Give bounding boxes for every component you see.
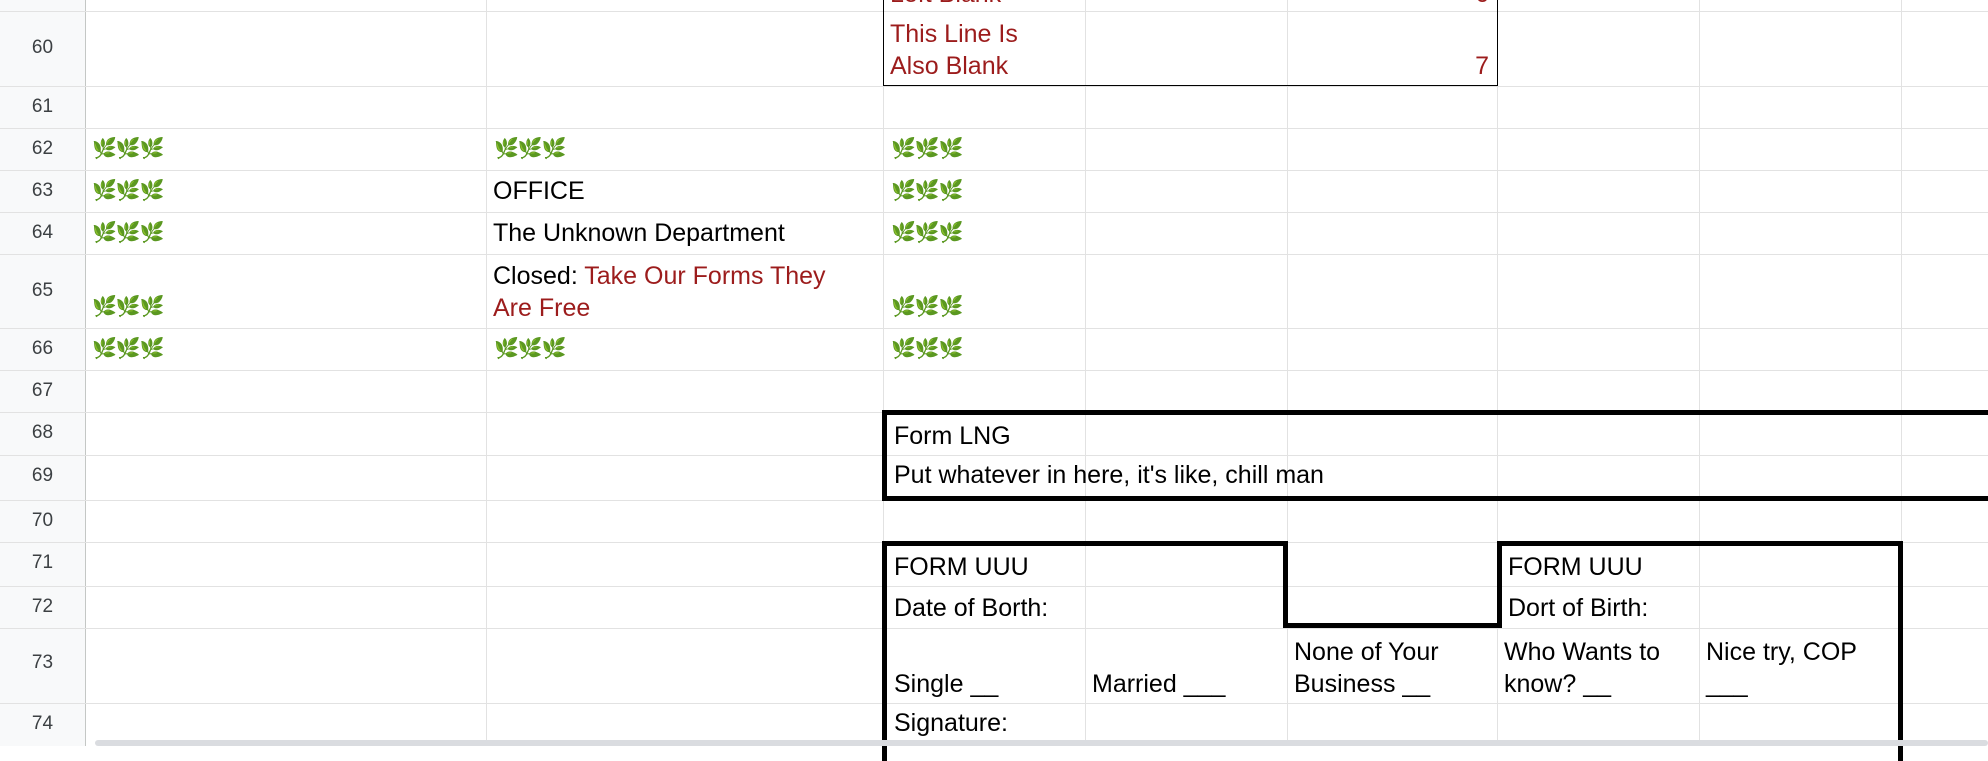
form-uuu-notch-bottom [1283,623,1502,628]
herb-emoji-icon: 🌿🌿🌿 [891,296,964,318]
row-divider [0,86,1988,87]
herb-emoji-icon: 🌿🌿🌿 [494,138,567,160]
herb-emoji-icon: 🌿🌿🌿 [891,222,964,244]
row-number[interactable]: 66 [31,338,54,359]
row-number[interactable]: 69 [31,465,54,486]
herb-emoji-icon: 🌿🌿🌿 [92,338,165,360]
form-uuu-left-border [882,541,1088,761]
herb-emoji-icon: 🌿🌿🌿 [891,338,964,360]
column-divider [1699,0,1700,746]
office-department[interactable]: The Unknown Department [493,219,785,247]
row-number[interactable]: 73 [31,652,54,673]
herb-emoji-icon: 🌿🌿🌿 [494,338,567,360]
row60-value[interactable]: 7 [1475,52,1489,80]
column-divider [1085,0,1086,746]
cutoff-value[interactable]: 6 [1287,0,1497,10]
row-divider [0,628,1988,629]
closed-label: Closed: [493,262,585,290]
row-divider [0,170,1988,171]
top-table-border [883,0,1498,86]
column-divider [883,0,884,746]
closed-value-line2[interactable]: Are Free [493,294,591,322]
row-divider [0,11,1988,12]
form-uuu-single[interactable]: Single __ [894,670,999,698]
row-divider [0,254,1988,255]
form-uuu-nice-line1[interactable]: Nice try, COP [1706,638,1857,666]
row-divider [0,455,1988,456]
form-uuu-nice-line2[interactable]: ___ [1706,670,1748,698]
closed-value: Take Our Forms They [584,262,826,290]
row-number[interactable]: 70 [31,510,54,531]
horizontal-scrollbar[interactable] [95,740,1988,746]
row-number[interactable]: 74 [31,713,54,734]
row-number[interactable]: 64 [31,222,54,243]
form-uuu-notch-right [1497,541,1502,628]
form-uuu-who-line1[interactable]: Who Wants to [1504,638,1661,666]
form-lng-title[interactable]: Form LNG [894,422,1011,450]
row-number[interactable]: 62 [31,138,54,159]
row-number[interactable]: 72 [31,596,54,617]
office-closed[interactable]: Closed: Take Our Forms They [486,260,883,292]
column-divider [1497,0,1498,746]
row-number[interactable]: 68 [31,422,54,443]
row60-line2[interactable]: Also Blank [890,52,1009,80]
form-uuu-left-date[interactable]: Date of Borth: [894,594,1049,622]
herb-emoji-icon: 🌿🌿🌿 [92,296,165,318]
row-divider [0,703,1988,704]
row-number[interactable]: 63 [31,180,54,201]
column-divider [1287,0,1288,746]
row60-line1[interactable]: This Line Is [890,20,1018,48]
cutoff-label[interactable]: Left Blank [883,0,1085,10]
row-header-column [0,0,86,746]
row-number[interactable]: 67 [31,380,54,401]
form-uuu-none-line2[interactable]: Business __ [1294,670,1431,698]
column-divider [486,0,487,746]
herb-emoji-icon: 🌿🌿🌿 [92,222,165,244]
form-uuu-none-line1[interactable]: None of Your [1294,638,1439,666]
row-divider [0,212,1988,213]
form-lng-border [882,410,1988,501]
form-uuu-right-date[interactable]: Dort of Birth: [1508,594,1649,622]
row-divider [0,370,1988,371]
row-number[interactable]: 71 [31,552,54,573]
row-divider [0,328,1988,329]
row-divider [0,128,1988,129]
row-number[interactable]: 65 [31,280,54,301]
form-uuu-right-title[interactable]: FORM UUU [1508,553,1643,581]
form-uuu-signature[interactable]: Signature: [894,709,1008,737]
row-divider [0,586,1988,587]
form-uuu-who-line2[interactable]: know? __ [1504,670,1612,698]
form-uuu-top-left [1086,541,1288,546]
form-uuu-left-title[interactable]: FORM UUU [894,553,1029,581]
herb-emoji-icon: 🌿🌿🌿 [92,138,165,160]
herb-emoji-icon: 🌿🌿🌿 [92,180,165,202]
column-divider [1901,0,1902,746]
form-lng-body[interactable]: Put whatever in here, it's like, chill m… [894,461,1324,489]
form-uuu-married[interactable]: Married ___ [1092,670,1226,698]
herb-emoji-icon: 🌿🌿🌿 [891,180,964,202]
form-uuu-notch-left [1283,541,1288,628]
office-title[interactable]: OFFICE [493,177,585,205]
form-uuu-right-border [1497,541,1903,761]
herb-emoji-icon: 🌿🌿🌿 [891,138,964,160]
row-number[interactable]: 61 [31,96,54,117]
row-number[interactable]: 60 [31,37,54,58]
